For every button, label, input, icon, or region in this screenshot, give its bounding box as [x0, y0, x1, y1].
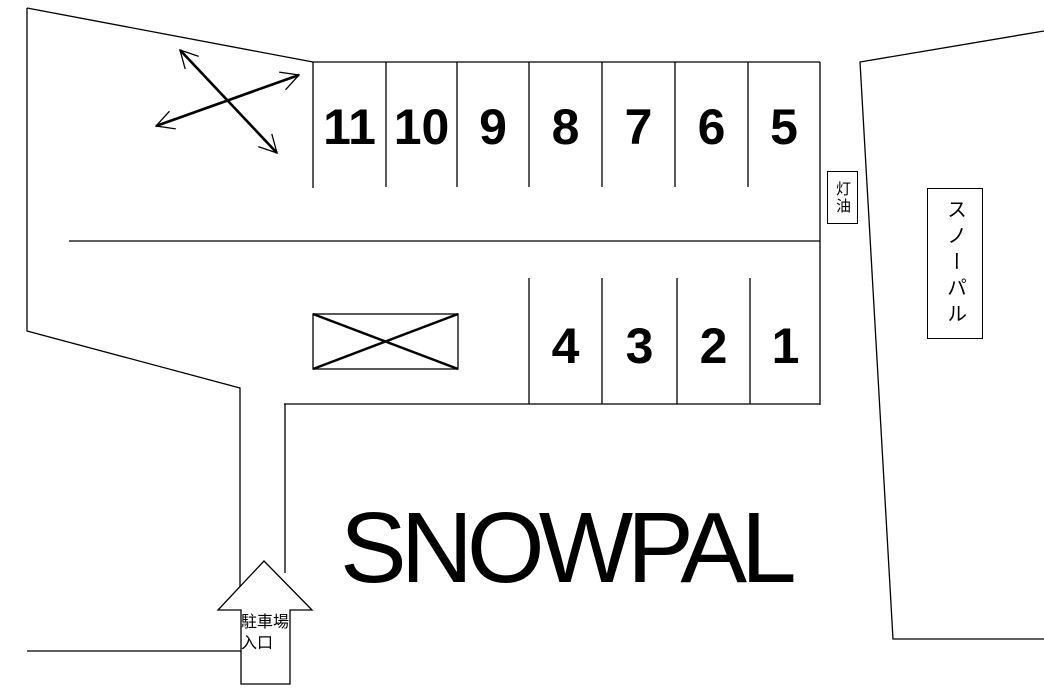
- kerosene-label: 灯油: [834, 180, 851, 215]
- blocked-area-x-box-icon: [312, 312, 459, 371]
- kerosene-stand-box: 灯油: [827, 171, 858, 224]
- blocked-area-box: [312, 313, 459, 370]
- parking-space-9: 9: [479, 99, 507, 155]
- arrowhead: [154, 110, 176, 130]
- east-boundary-line: [859, 30, 1044, 640]
- parking-space-11: 11: [323, 99, 376, 155]
- parking-space-1: 1: [771, 318, 800, 374]
- parking-space-2: 2: [699, 318, 728, 374]
- entrance-label-line1: 駐車場: [241, 614, 290, 631]
- parking-space-6: 6: [697, 99, 726, 155]
- arrowhead: [179, 48, 199, 70]
- crossed-arrows-icon: [154, 48, 301, 155]
- facility-name-text: SNOWPAL: [340, 492, 797, 604]
- parking-space-3: 3: [625, 318, 654, 374]
- north-boundary-line: [26, 7, 314, 63]
- entrance-label-line2: 入口: [241, 635, 274, 652]
- parking-space-4: 4: [551, 318, 580, 374]
- parking-space-10: 10: [393, 99, 450, 155]
- west-boundary-line: [26, 8, 241, 587]
- arrowhead: [258, 133, 278, 155]
- building-sign-label: スノーパル: [943, 198, 966, 329]
- parking-space-5: 5: [770, 99, 798, 155]
- entrance-arrow-icon: [216, 560, 314, 685]
- blocked-area-diagonal: [312, 312, 459, 371]
- arrow-shaft: [155, 73, 300, 128]
- parking-space-7: 7: [624, 99, 653, 155]
- building-sign-box: スノーパル: [927, 188, 983, 339]
- parking-space-8: 8: [551, 99, 580, 155]
- entrance-label: 駐車場 入口: [241, 612, 295, 654]
- arrowhead: [279, 71, 301, 91]
